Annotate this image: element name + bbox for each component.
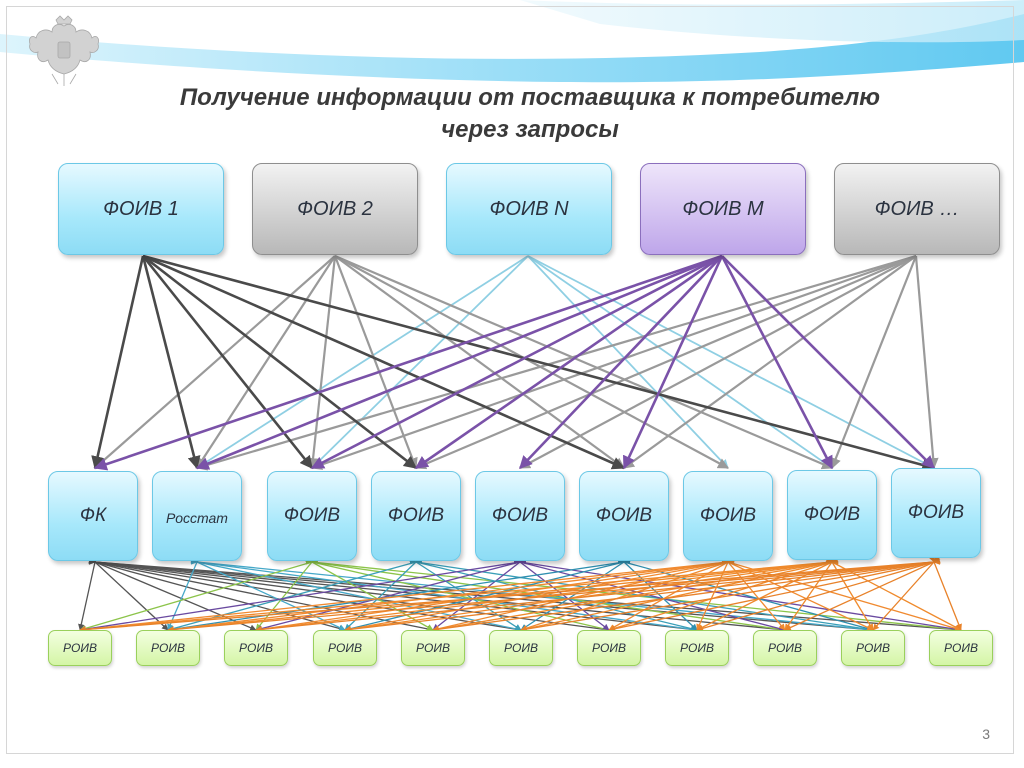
provider-to-consumer-arrow [141, 255, 314, 470]
consumer-rosstat[interactable]: Росстат [152, 471, 242, 561]
consumer-foiv-1[interactable]: ФОИВ [267, 471, 357, 561]
provider-to-consumer-arrow [519, 255, 723, 469]
regional-roiv[interactable]: РОИВ [841, 630, 905, 666]
regional-roiv[interactable]: РОИВ [224, 630, 288, 666]
consumer-fk[interactable]: ФК [48, 471, 138, 561]
provider-to-consumer-arrow [622, 255, 724, 470]
consumer-regional-arrow [872, 555, 941, 631]
provider-to-consumer-arrow [914, 255, 939, 470]
consumer-foiv-5[interactable]: ФОИВ [683, 471, 773, 561]
provider-to-consumer-arrow [720, 255, 834, 470]
consumer-regional-arrow [78, 555, 100, 631]
provider-to-consumer-arrow [195, 254, 917, 471]
regional-label: РОИВ [768, 641, 802, 655]
provider-to-consumer-arrow [310, 254, 723, 470]
consumer-label: Росстат [166, 510, 228, 526]
regional-label: РОИВ [504, 641, 538, 655]
provider-label: ФОИВ 1 [103, 197, 179, 220]
regional-label: РОИВ [592, 641, 626, 655]
provider-label: ФОИВ 2 [297, 197, 373, 220]
provider-label: ФОИВ … [874, 197, 960, 220]
regional-roiv[interactable]: РОИВ [136, 630, 200, 666]
provider-to-consumer-arrow [94, 255, 336, 469]
provider-to-consumer-arrow [414, 254, 723, 470]
provider-to-consumer-arrow [414, 254, 917, 470]
regional-roiv[interactable]: РОИВ [401, 630, 465, 666]
title-line-2: через запросы [441, 116, 619, 143]
provider-to-consumer-arrow [93, 254, 723, 471]
provider-foiv-etc[interactable]: ФОИВ … [834, 163, 1000, 255]
provider-to-consumer-arrow [142, 254, 418, 470]
regional-roiv[interactable]: РОИВ [489, 630, 553, 666]
provider-to-consumer-arrow [91, 255, 145, 470]
regional-roiv[interactable]: РОИВ [929, 630, 993, 666]
consumer-label: ФОИВ [699, 505, 757, 526]
regional-label: РОИВ [239, 641, 273, 655]
regional-roiv[interactable]: РОИВ [577, 630, 641, 666]
consumer-foiv-2[interactable]: ФОИВ [371, 471, 461, 561]
page-number: 3 [982, 726, 990, 742]
regional-label: РОИВ [856, 641, 890, 655]
provider-to-consumer-arrow [195, 254, 723, 470]
consumer-label: ФОИВ [907, 502, 965, 523]
consumer-label: ФОИВ [491, 505, 549, 526]
provider-to-consumer-arrow [142, 254, 936, 472]
provider-to-consumer-arrow [721, 255, 935, 469]
provider-to-consumer-arrow [527, 255, 729, 469]
regional-roiv[interactable]: РОИВ [753, 630, 817, 666]
regional-roiv[interactable]: РОИВ [48, 630, 112, 666]
consumer-label: ФОИВ [283, 505, 341, 526]
coat-of-arms-icon [29, 15, 99, 86]
provider-foiv-n[interactable]: ФОИВ N [446, 163, 612, 255]
regional-roiv[interactable]: РОИВ [313, 630, 377, 666]
regional-label: РОИВ [944, 641, 978, 655]
provider-to-consumer-arrow [333, 255, 418, 470]
regional-roiv[interactable]: РОИВ [665, 630, 729, 666]
regional-label: РОИВ [63, 641, 97, 655]
provider-foiv-1[interactable]: ФОИВ 1 [58, 163, 224, 255]
provider-to-consumer-arrow [519, 255, 917, 469]
provider-to-consumer-arrow [527, 255, 935, 469]
provider-to-consumer-arrow [141, 255, 201, 470]
consumer-label: ФОИВ [595, 505, 653, 526]
provider-to-consumer-arrow [142, 254, 626, 470]
slide-title: Получение информации от поставщика к пот… [90, 82, 970, 146]
provider-to-consumer-arrow [623, 255, 917, 469]
provider-to-consumer-arrow [196, 255, 336, 469]
consumer-foiv-3[interactable]: ФОИВ [475, 471, 565, 561]
consumer-regional-arrow [928, 555, 962, 631]
consumer-foiv-6[interactable]: ФОИВ [787, 470, 877, 560]
provider-label: ФОИВ N [489, 197, 569, 220]
provider-to-consumer-arrow [334, 255, 729, 469]
provider-to-consumer-arrow [334, 255, 625, 469]
provider-to-consumer-arrow [311, 255, 529, 469]
regional-label: РОИВ [328, 641, 362, 655]
consumer-foiv-4[interactable]: ФОИВ [579, 471, 669, 561]
consumer-label: ФОИВ [803, 504, 861, 525]
regional-label: РОИВ [151, 641, 185, 655]
provider-foiv-2[interactable]: ФОИВ 2 [252, 163, 418, 255]
provider-label: ФОИВ М [682, 197, 764, 220]
provider-to-consumer-arrow [830, 255, 918, 470]
regional-label: РОИВ [416, 641, 450, 655]
provider-to-consumer-arrow [334, 254, 834, 470]
provider-foiv-m[interactable]: ФОИВ М [640, 163, 806, 255]
consumer-label: ФОИВ [387, 505, 445, 526]
consumer-label: ФК [79, 505, 107, 526]
consumer-foiv-7[interactable]: ФОИВ [891, 468, 981, 558]
provider-to-consumer-arrow [527, 255, 833, 469]
regional-label: РОИВ [680, 641, 714, 655]
provider-to-consumer-arrow [310, 254, 917, 470]
title-line-1: Получение информации от поставщика к пот… [179, 84, 881, 111]
provider-to-consumer-arrow [196, 255, 529, 469]
slide-frame [6, 6, 1014, 754]
